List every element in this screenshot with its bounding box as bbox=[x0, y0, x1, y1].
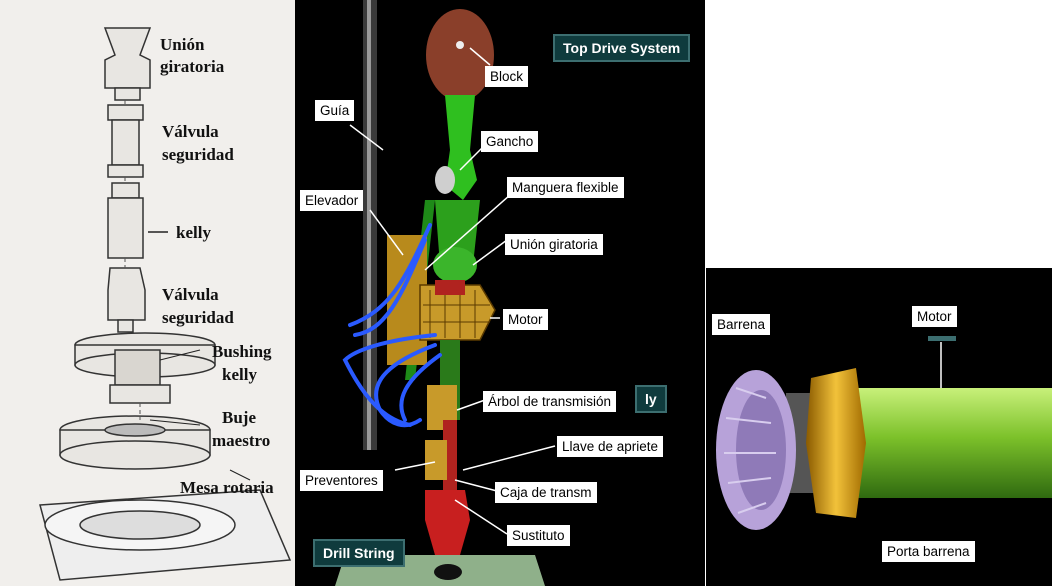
bit-sub-collar bbox=[806, 368, 866, 518]
label-preventores: Preventores bbox=[300, 470, 383, 491]
label-mesa: Mesa rotaria bbox=[180, 478, 274, 497]
drill-string-tag: Drill String bbox=[313, 539, 405, 567]
label-kelly: kelly bbox=[176, 223, 211, 242]
label-bushing-a: Bushing bbox=[212, 342, 272, 361]
swivel-part bbox=[105, 28, 150, 88]
substitute-part bbox=[425, 490, 470, 555]
drill-bit-panel: Barrena Motor Porta barrena bbox=[706, 268, 1052, 586]
label-llave: Llave de apriete bbox=[557, 436, 663, 457]
block-part bbox=[426, 9, 494, 101]
label-valvula-1b: seguridad bbox=[162, 145, 234, 164]
bit-sub-shaft bbox=[856, 388, 1052, 498]
label-motor: Motor bbox=[503, 309, 548, 330]
label-union-2: giratoria bbox=[160, 57, 225, 76]
label-block: Block bbox=[485, 66, 528, 87]
label-arbol: Árbol de transmisión bbox=[483, 391, 616, 412]
label-elevador: Elevador bbox=[300, 190, 363, 211]
label-manguera: Manguera flexible bbox=[507, 177, 624, 198]
label-valvula-2a: Válvula bbox=[162, 285, 219, 304]
top-drive-system-tag: Top Drive System bbox=[553, 34, 690, 62]
label-guia: Guía bbox=[315, 100, 354, 121]
label-barrena: Barrena bbox=[712, 314, 770, 335]
label-union-1: Unión bbox=[160, 35, 205, 54]
label-porta-barrena: Porta barrena bbox=[882, 541, 975, 562]
label-union-giratoria: Unión giratoria bbox=[505, 234, 603, 255]
label-buje-b: maestro bbox=[212, 431, 270, 450]
label-caja: Caja de transm bbox=[495, 482, 597, 503]
label-gancho: Gancho bbox=[481, 131, 538, 152]
ly-tag: ly bbox=[635, 385, 667, 413]
label-motor-right: Motor bbox=[912, 306, 957, 327]
label-valvula-1a: Válvula bbox=[162, 122, 219, 141]
label-valvula-2b: seguridad bbox=[162, 308, 234, 327]
label-sustituto: Sustituto bbox=[507, 525, 570, 546]
top-drive-panel: Top Drive System Drill String ly Block G… bbox=[295, 0, 705, 586]
label-bushing-b: kelly bbox=[222, 365, 257, 384]
label-buje-a: Buje bbox=[222, 408, 256, 427]
kelly-system-panel: Unión giratoria Válvula seguridad kelly … bbox=[0, 0, 295, 586]
kelly-system-drawing: Unión giratoria Válvula seguridad kelly … bbox=[0, 0, 295, 586]
